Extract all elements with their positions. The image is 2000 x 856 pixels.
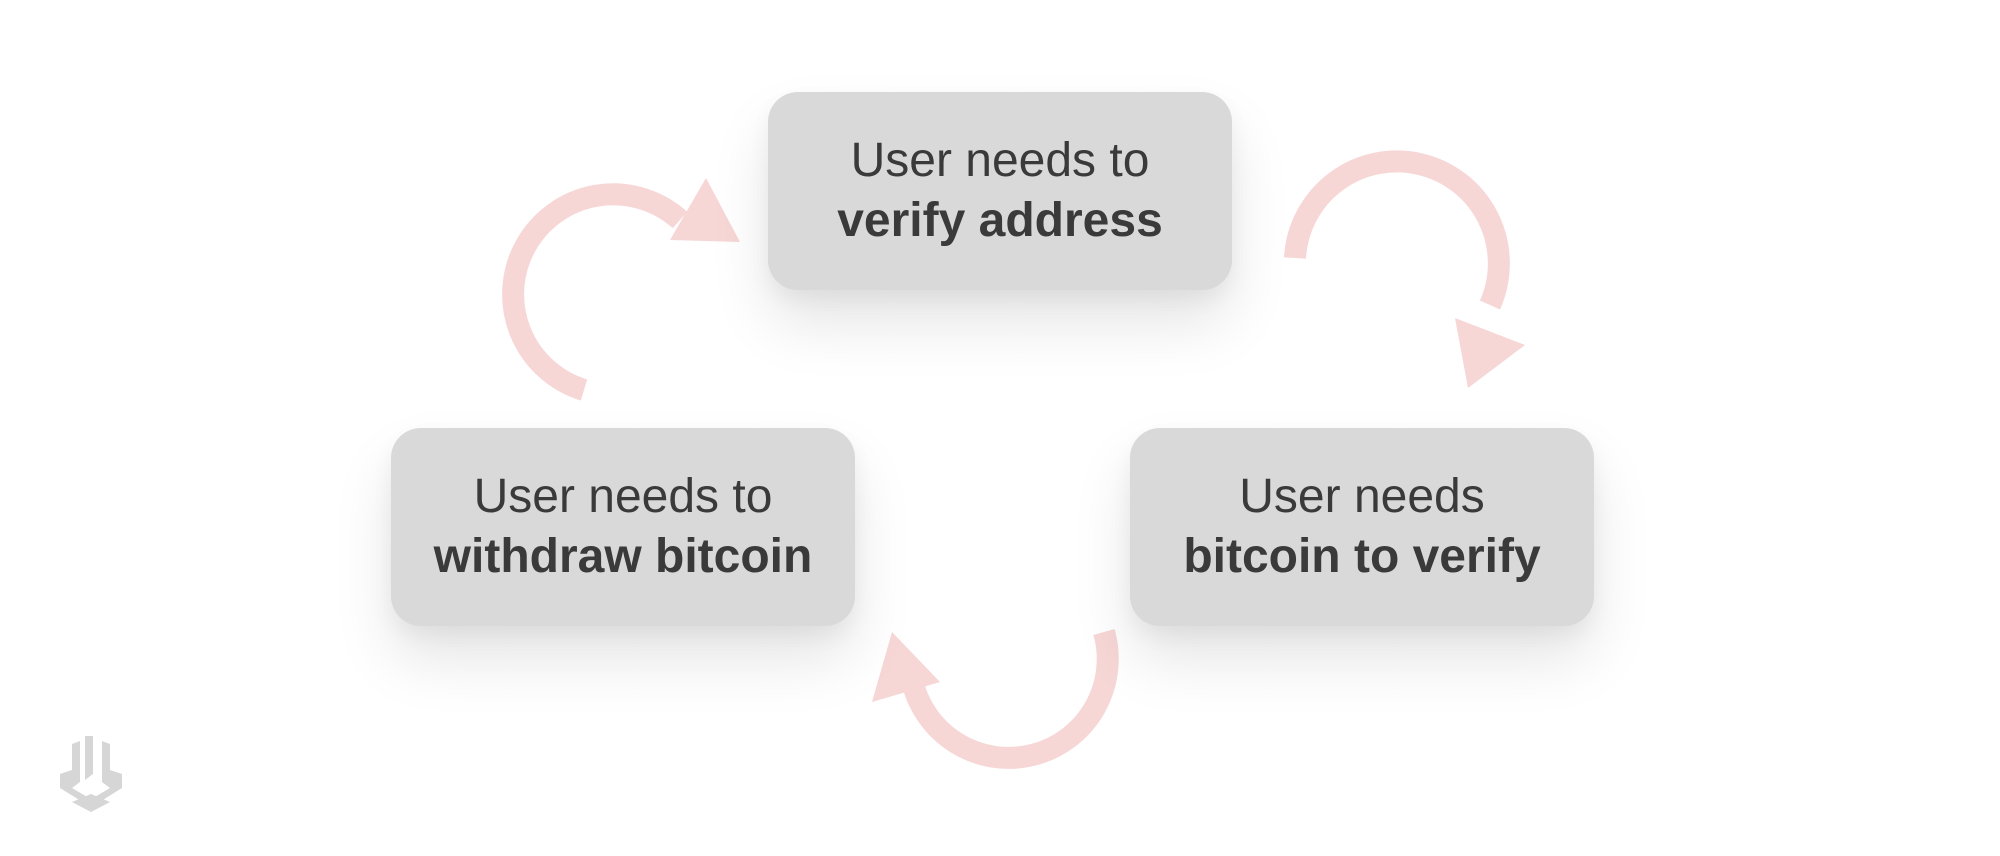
node-line-regular: User needs to [850, 134, 1150, 187]
node-line-bold: bitcoin to verify [1183, 530, 1541, 583]
node-line-bold: withdraw bitcoin [433, 530, 813, 583]
circular-arrow-icon [872, 629, 1119, 769]
circular-arrow-icon [1284, 150, 1525, 388]
node-line-regular: User needs to [473, 470, 773, 523]
node-bitcoin-to-verify: User needs bitcoin to verify [1130, 428, 1594, 626]
node-verify-address: User needs to verify address [768, 92, 1232, 290]
node-line-bold: verify address [837, 194, 1163, 247]
brand-logo-icon [60, 736, 122, 812]
node-withdraw-bitcoin: User needs to withdraw bitcoin [391, 428, 855, 626]
node-line-regular: User needs [1239, 470, 1485, 523]
circular-arrow-icon [502, 178, 740, 401]
